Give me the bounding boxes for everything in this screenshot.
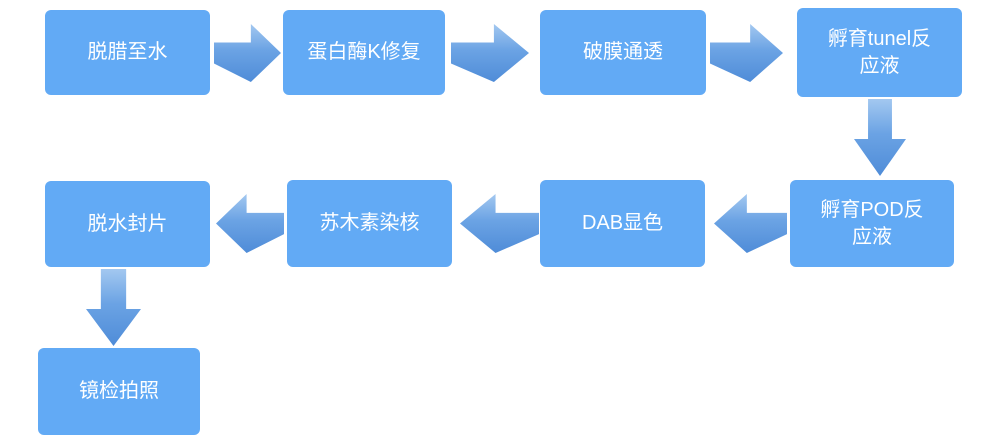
flow-node-microscopy-photo: 镜检拍照 bbox=[38, 348, 200, 435]
arrow-right-icon bbox=[710, 24, 783, 82]
flow-node-dehydrate-mount: 脱水封片 bbox=[45, 181, 210, 267]
arrow-right-icon bbox=[214, 24, 281, 82]
arrow-left-icon bbox=[714, 194, 787, 253]
flow-node-pod-incubation: 孵育POD反 应液 bbox=[790, 180, 954, 267]
arrow-left-icon bbox=[460, 194, 539, 253]
arrow-down-icon bbox=[854, 99, 906, 176]
flow-node-dab-color: DAB显色 bbox=[540, 180, 705, 267]
arrow-down-icon bbox=[86, 269, 141, 346]
flow-node-tunel-incubation: 孵育tunel反 应液 bbox=[797, 8, 962, 97]
flow-node-membrane-permeabilization: 破膜通透 bbox=[540, 10, 706, 95]
flow-node-proteinase-k-repair: 蛋白酶K修复 bbox=[283, 10, 445, 95]
arrow-left-icon bbox=[216, 194, 284, 253]
arrow-right-icon bbox=[451, 24, 529, 82]
flow-node-hematoxylin-stain: 苏木素染核 bbox=[287, 180, 452, 267]
flow-node-dewax: 脱腊至水 bbox=[45, 10, 210, 95]
